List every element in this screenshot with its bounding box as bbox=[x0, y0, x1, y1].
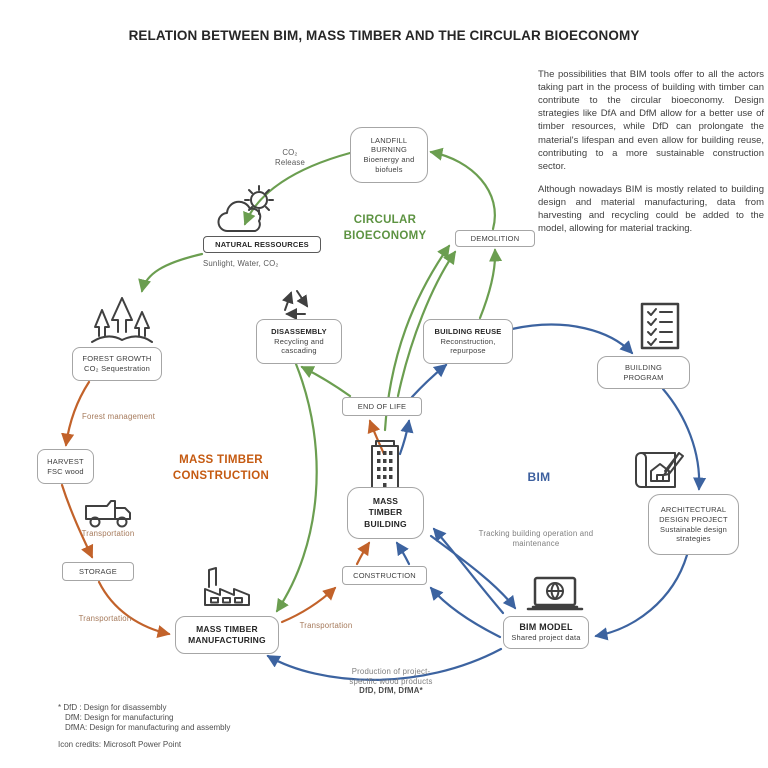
footnote-dfma: DfMA: Design for manufacturing and assem… bbox=[65, 723, 231, 733]
label-co2-release: CO₂ Release bbox=[274, 148, 305, 167]
arrow-building-to-endoflife-orange bbox=[367, 419, 386, 456]
arrow-reuse-to-program bbox=[510, 323, 634, 355]
node-forest-growth: FOREST GROWTH CO₂ Sequestration bbox=[72, 347, 162, 381]
node-bim-model: BIM MODEL Shared project data bbox=[503, 616, 589, 649]
page-title: RELATION BETWEEN BIM, MASS TIMBER AND TH… bbox=[128, 28, 640, 43]
region-mass-timber-construction: MASS TIMBER CONSTRUCTION bbox=[172, 454, 270, 482]
label-transportation-1: Transportation bbox=[81, 529, 135, 538]
truck-icon bbox=[82, 496, 140, 535]
label-transportation-3: Transportation bbox=[299, 621, 353, 630]
icon-credits: Icon credits: Microsoft Power Point bbox=[58, 740, 182, 749]
building-icon bbox=[366, 438, 404, 495]
arrow-building-to-bimmodel bbox=[429, 534, 517, 610]
arrow-harvest-to-storage bbox=[60, 483, 94, 559]
arrow-bimmodel-to-manufacturing bbox=[266, 647, 503, 681]
region-bim: BIM bbox=[527, 470, 551, 484]
arrow-bimmodel-to-construction bbox=[429, 586, 502, 639]
arrow-endoflife-to-demolition bbox=[396, 250, 457, 398]
node-natural-ressources: NATURAL RESSOURCES bbox=[203, 236, 321, 253]
arrow-demolition-to-landfill bbox=[429, 147, 496, 231]
arrow-reuse-to-demolition bbox=[478, 248, 503, 320]
label-production: Production of project- specific wood pro… bbox=[349, 667, 433, 696]
node-harvest: HARVEST FSC wood bbox=[37, 449, 94, 484]
node-storage: STORAGE bbox=[62, 562, 134, 581]
arrow-forest-to-harvest bbox=[61, 380, 91, 447]
node-architectural-design-project: ARCHITECTURAL DESIGN PROJECT Sustainable… bbox=[648, 494, 739, 555]
forest-trees-icon bbox=[88, 294, 156, 351]
footnote-dfm: DfM: Design for manufacturing bbox=[65, 713, 174, 723]
label-tracking: Tracking building operation and maintena… bbox=[478, 529, 594, 548]
node-landfill-burning: LANDFILL BURNING Bioenergy and biofuels bbox=[350, 127, 428, 183]
architectural-plan-icon bbox=[631, 447, 687, 498]
node-construction: CONSTRUCTION bbox=[342, 566, 427, 585]
arrow-natural-to-forest bbox=[138, 252, 204, 293]
arrow-landfill-to-natural bbox=[243, 151, 352, 226]
label-sunlight-water-co2: Sunlight, Water, CO₂ bbox=[203, 259, 279, 268]
intro-paragraph-1: The possibilities that BIM tools offer t… bbox=[538, 69, 764, 172]
factory-icon bbox=[201, 563, 253, 612]
node-building-program: BUILDING PROGRAM bbox=[597, 356, 690, 389]
arrow-construction-to-building-blue bbox=[395, 541, 411, 566]
checklist-icon bbox=[638, 301, 682, 356]
node-end-of-life: END OF LIFE bbox=[342, 397, 422, 416]
arrow-building-to-endoflife-blue bbox=[398, 419, 414, 456]
arrow-endoflife-to-disassembly bbox=[300, 365, 352, 398]
footnotes: * DfD : Design for disassembly DfM: Desi… bbox=[58, 703, 230, 734]
arrow-construction-to-building-orange bbox=[355, 541, 371, 566]
label-forest-management: Forest management bbox=[82, 412, 156, 421]
node-disassembly: DISASSEMBLY Recycling and cascading bbox=[256, 319, 342, 364]
laptop-icon bbox=[525, 576, 585, 619]
arrow-disassembly-to-manufacturing bbox=[275, 362, 318, 613]
arrow-program-to-architectural bbox=[661, 387, 707, 491]
intro-paragraph-2: Although nowadays BIM is mostly related … bbox=[538, 183, 764, 235]
label-transportation-2: Transportation bbox=[78, 614, 132, 623]
intro-text: The possibilities that BIM tools offer t… bbox=[538, 68, 764, 245]
arrow-storage-to-manufacturing bbox=[97, 580, 171, 638]
node-building-reuse: BUILDING REUSE Reconstruction, repurpose bbox=[423, 319, 513, 364]
arrow-manufacturing-to-construction bbox=[280, 586, 337, 624]
region-circular-bioeconomy: CIRCULAR BIOECONOMY bbox=[343, 214, 427, 242]
node-demolition: DEMOLITION bbox=[455, 230, 535, 247]
footnote-dfd: * DfD : Design for disassembly bbox=[58, 703, 167, 712]
arrow-bimmodel-to-building bbox=[432, 527, 505, 615]
sun-cloud-icon bbox=[212, 183, 294, 242]
recycle-icon bbox=[276, 284, 316, 325]
node-mass-timber-building: MASS TIMBER BUILDING bbox=[347, 487, 424, 539]
arrow-endoflife-to-reuse bbox=[410, 363, 448, 399]
arrow-architectural-to-bimmodel bbox=[594, 553, 689, 641]
node-mass-timber-manufacturing: MASS TIMBER MANUFACTURING bbox=[175, 616, 279, 654]
